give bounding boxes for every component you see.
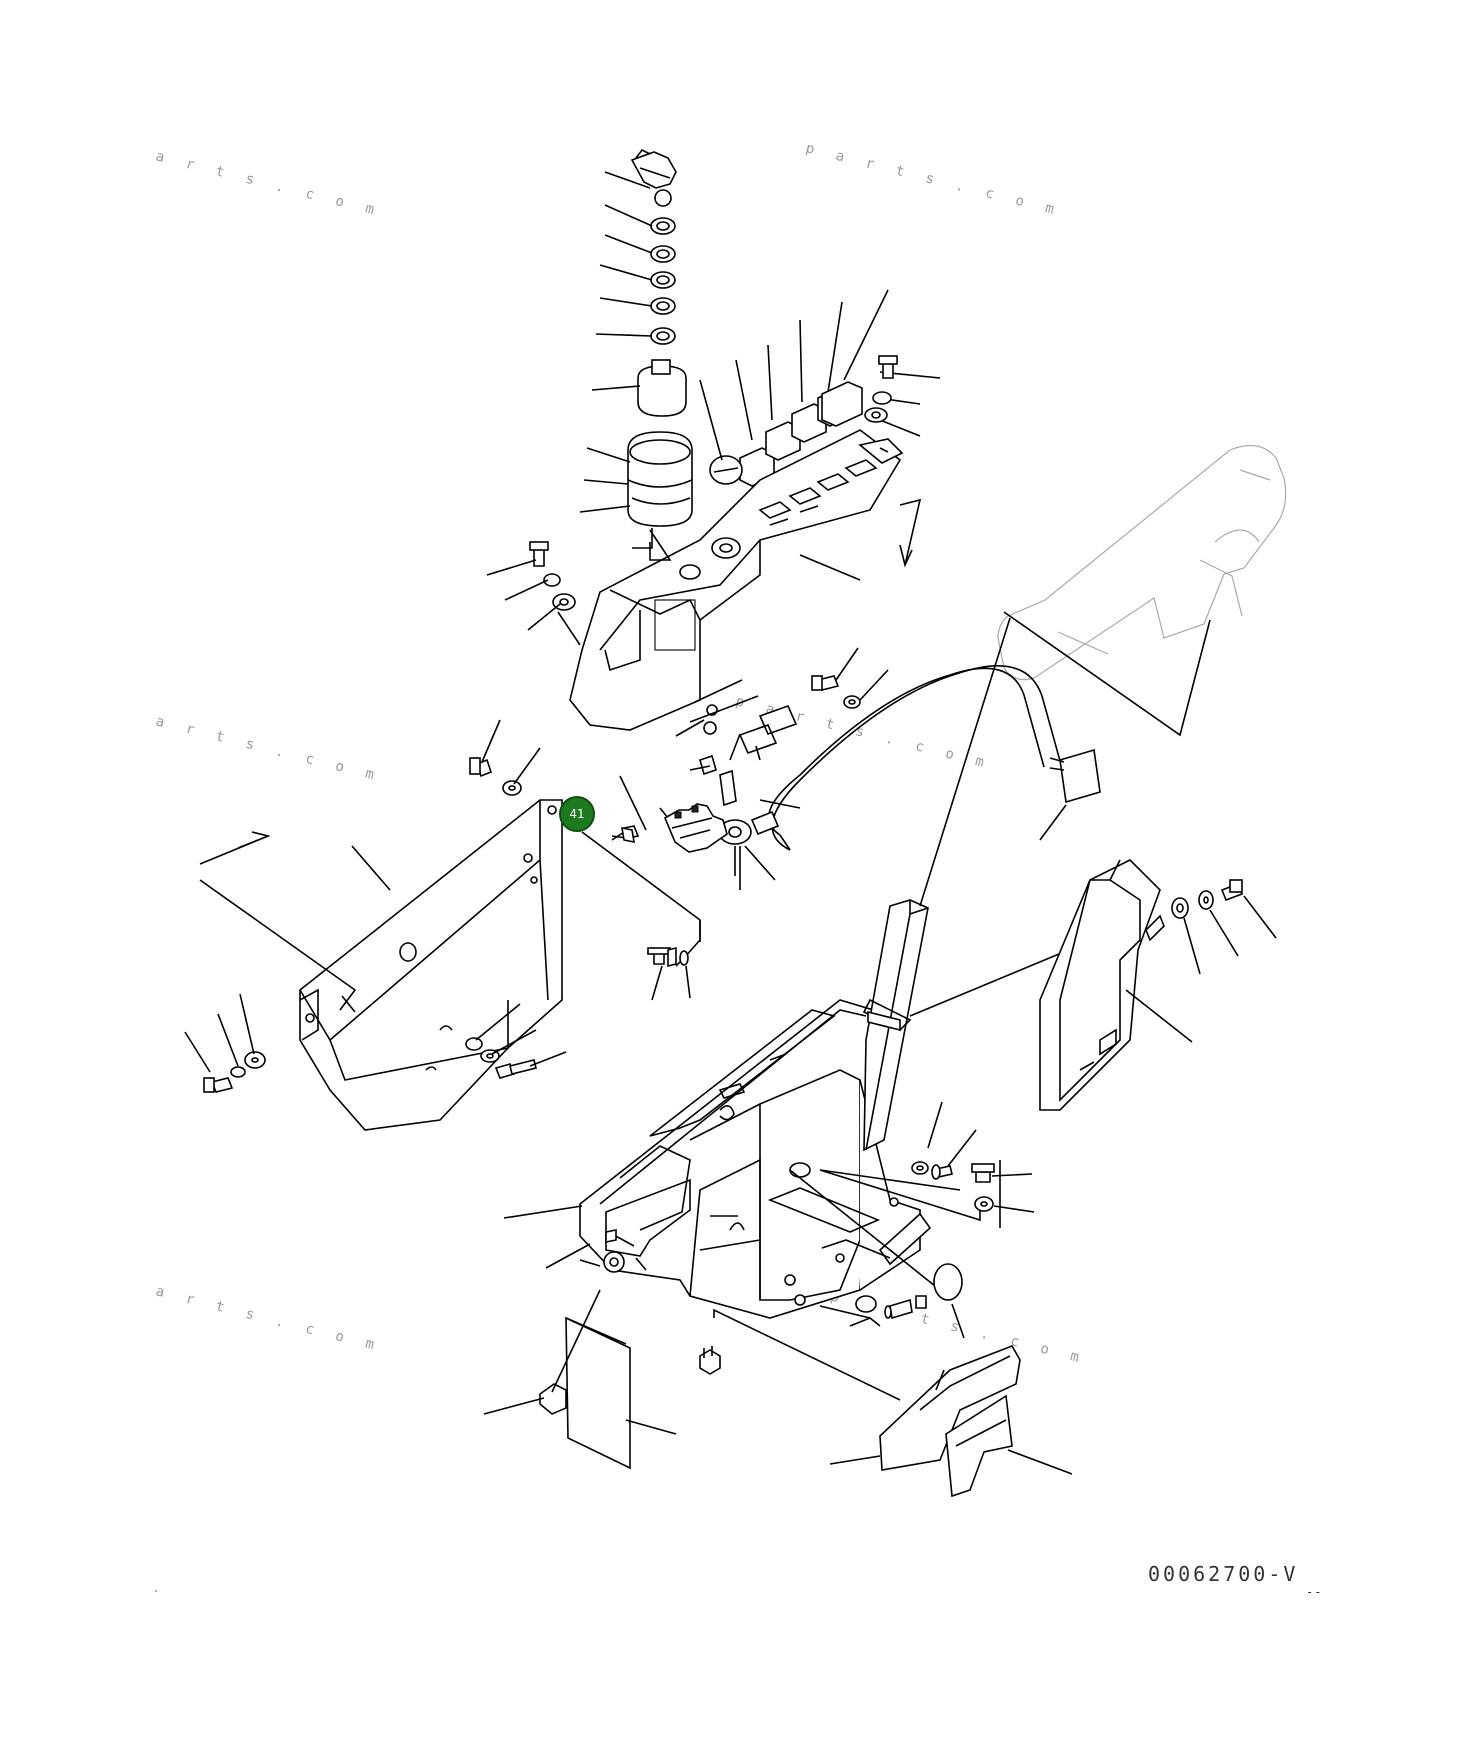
callout-41[interactable]: 41 <box>559 796 595 832</box>
leader-lines-callout-41 <box>581 826 701 967</box>
drawing-number: 00062700-V <box>1148 1562 1298 1586</box>
watermark-top-right: p a r t s . c o m <box>804 140 1062 219</box>
leader-lines-console <box>503 617 1113 1401</box>
right-cover-hardware <box>1125 879 1277 1043</box>
callout-41-label: 41 <box>569 807 584 821</box>
lower-right-covers <box>829 1345 1073 1498</box>
watermark-bottom-left: a r t s . c o m <box>154 1283 382 1355</box>
wiring-harness <box>699 665 1101 890</box>
corner-mark: -- <box>1306 1585 1322 1599</box>
console-post <box>862 899 929 1152</box>
leader-lines-key-switch <box>579 171 653 513</box>
watermark-mid-left: a r t s . c o m <box>154 713 382 785</box>
key-switch-assembly <box>627 148 693 549</box>
leader-lines-left-cover <box>199 831 391 1013</box>
console-frame <box>579 999 932 1319</box>
stray-dot <box>155 1590 157 1592</box>
leader-lines-switches <box>699 289 889 461</box>
leader-lines-armrest <box>1003 611 1211 737</box>
center-bolts <box>647 946 691 1001</box>
control-box-cover <box>569 429 904 731</box>
callout-41-marker[interactable] <box>559 796 595 832</box>
right-side-cover <box>1039 859 1165 1111</box>
lower-left-plate <box>483 1289 677 1470</box>
watermark-top-left: a r t s . c o m <box>154 148 382 220</box>
switch-buttons <box>709 381 863 487</box>
left-side-cover <box>299 799 563 1131</box>
armrest <box>997 444 1287 681</box>
console-hardware <box>603 1101 1035 1375</box>
mid-bolts <box>811 647 889 709</box>
box-mounting-bolts <box>486 355 898 646</box>
left-cover-hardware <box>184 719 567 1093</box>
